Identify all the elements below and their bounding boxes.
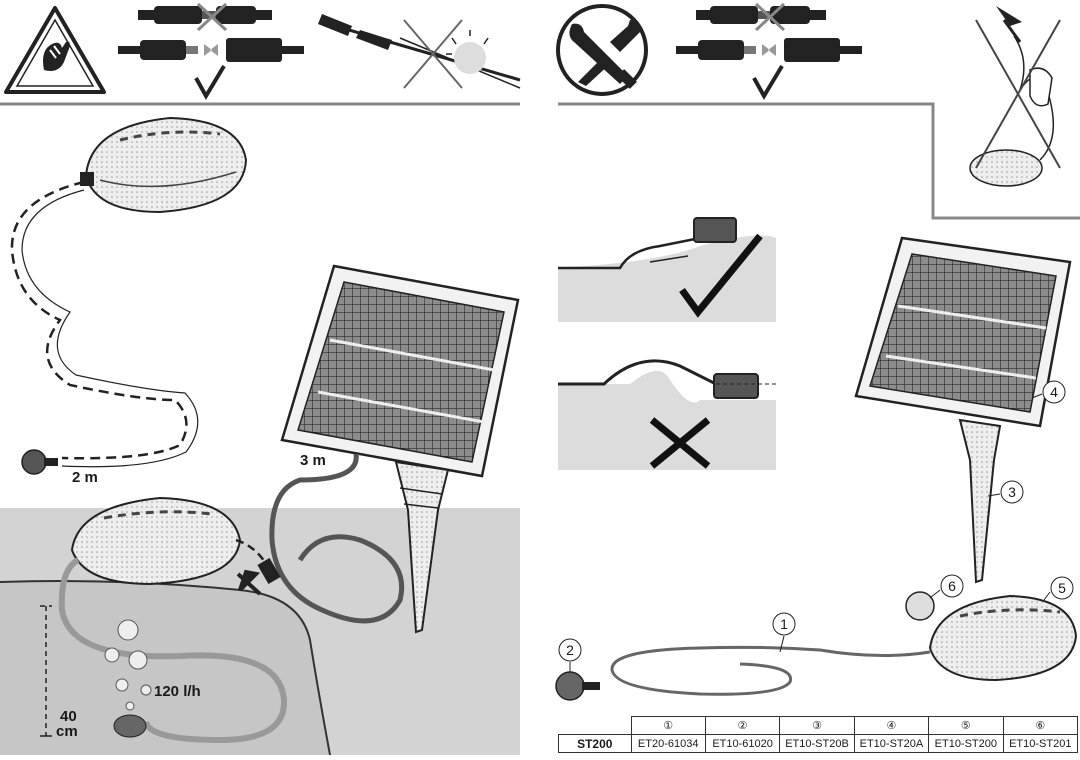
- cable-routing-correct: [558, 217, 776, 322]
- pond-basin: [0, 581, 330, 755]
- air-bubbles: [104, 619, 152, 711]
- callout-4: 4: [1031, 380, 1066, 404]
- svg-text:1: 1: [780, 616, 788, 632]
- air-stone-water: [113, 714, 147, 738]
- part-code-5: ET10-ST200: [928, 734, 1004, 753]
- solar-panel-right: [854, 236, 1072, 428]
- cable-pinch-warning-icon: [318, 14, 521, 89]
- air-pump-right: [928, 594, 1078, 682]
- air-pump-top: [80, 116, 248, 214]
- svg-text:4: 4: [1050, 384, 1058, 400]
- parts-header-6: ⑥: [1002, 716, 1079, 735]
- callout-5: 5: [1043, 576, 1074, 601]
- do-not-lift-by-cable-icon: [969, 6, 1061, 187]
- cable-routing-wrong: [558, 359, 776, 470]
- callout-6: 6: [929, 574, 964, 599]
- hose-length-label: 2 m: [72, 469, 98, 486]
- svg-text:3: 3: [1008, 484, 1016, 500]
- connector-joined-icon-2: [676, 38, 862, 62]
- checkmark-icon-2: [752, 64, 784, 100]
- part-code-6: ET10-ST201: [1002, 734, 1079, 753]
- parts-header-2: ②: [704, 716, 781, 735]
- air-hose-top: [10, 180, 188, 460]
- depth-indicator: [40, 605, 52, 737]
- parts-table-row: ST200 ET20-61034 ET10-61020 ET10-ST20B E…: [558, 734, 1079, 753]
- connector-arrow-icon: [236, 569, 262, 596]
- connector-disconnected-icon-2: [696, 2, 826, 32]
- svg-text:5: 5: [1058, 580, 1066, 596]
- parts-header-3: ③: [779, 716, 855, 735]
- ground-stake-left: [394, 460, 450, 634]
- air-stone-right: [555, 671, 585, 701]
- cable-connector: [257, 557, 281, 585]
- callout-1: 1: [772, 612, 796, 653]
- connector-joined-icon: [118, 38, 304, 62]
- svg-text:6: 6: [948, 578, 956, 594]
- part-code-1: ET20-61034: [630, 734, 706, 753]
- part-code-2: ET10-61020: [704, 734, 781, 753]
- depth-value: 40: [60, 708, 77, 725]
- parts-table: ① ② ③ ④ ⑤ ⑥ ST200 ET20-61034 ET10-61020 …: [558, 716, 1079, 753]
- callout-3: 3: [987, 480, 1024, 504]
- connector-disconnected-icon: [138, 2, 272, 32]
- model-name: ST200: [558, 734, 632, 753]
- check-valve: [905, 591, 935, 621]
- warning-triangle-icon: [4, 6, 106, 94]
- part-code-4: ET10-ST20A: [853, 734, 930, 753]
- air-hose-top-inner: [21, 189, 199, 468]
- parts-header-1: ①: [630, 716, 706, 735]
- part-code-3: ET10-ST20B: [779, 734, 855, 753]
- depth-unit: cm: [56, 723, 78, 740]
- parts-header-5: ⑤: [928, 716, 1004, 735]
- wrench-screwdriver-icon: [556, 4, 648, 96]
- checkmark-icon: [194, 64, 226, 100]
- parts-table-header-row: ① ② ③ ④ ⑤ ⑥: [558, 716, 1079, 735]
- power-cable: [269, 453, 405, 624]
- air-stone-top: [21, 449, 47, 475]
- air-hose-water: [58, 557, 288, 744]
- svg-text:2: 2: [566, 642, 574, 658]
- air-hose-right: [610, 645, 931, 696]
- parts-header-4: ④: [853, 716, 930, 735]
- flow-rate-label: 120 l/h: [154, 683, 201, 700]
- cable-length-label: 3 m: [300, 452, 326, 469]
- solar-panel-left: [280, 264, 520, 478]
- section-divider-2: [558, 102, 1080, 220]
- ground-stake-right: [958, 418, 1002, 584]
- callout-2: 2: [558, 638, 582, 672]
- air-pump-water: [70, 496, 242, 586]
